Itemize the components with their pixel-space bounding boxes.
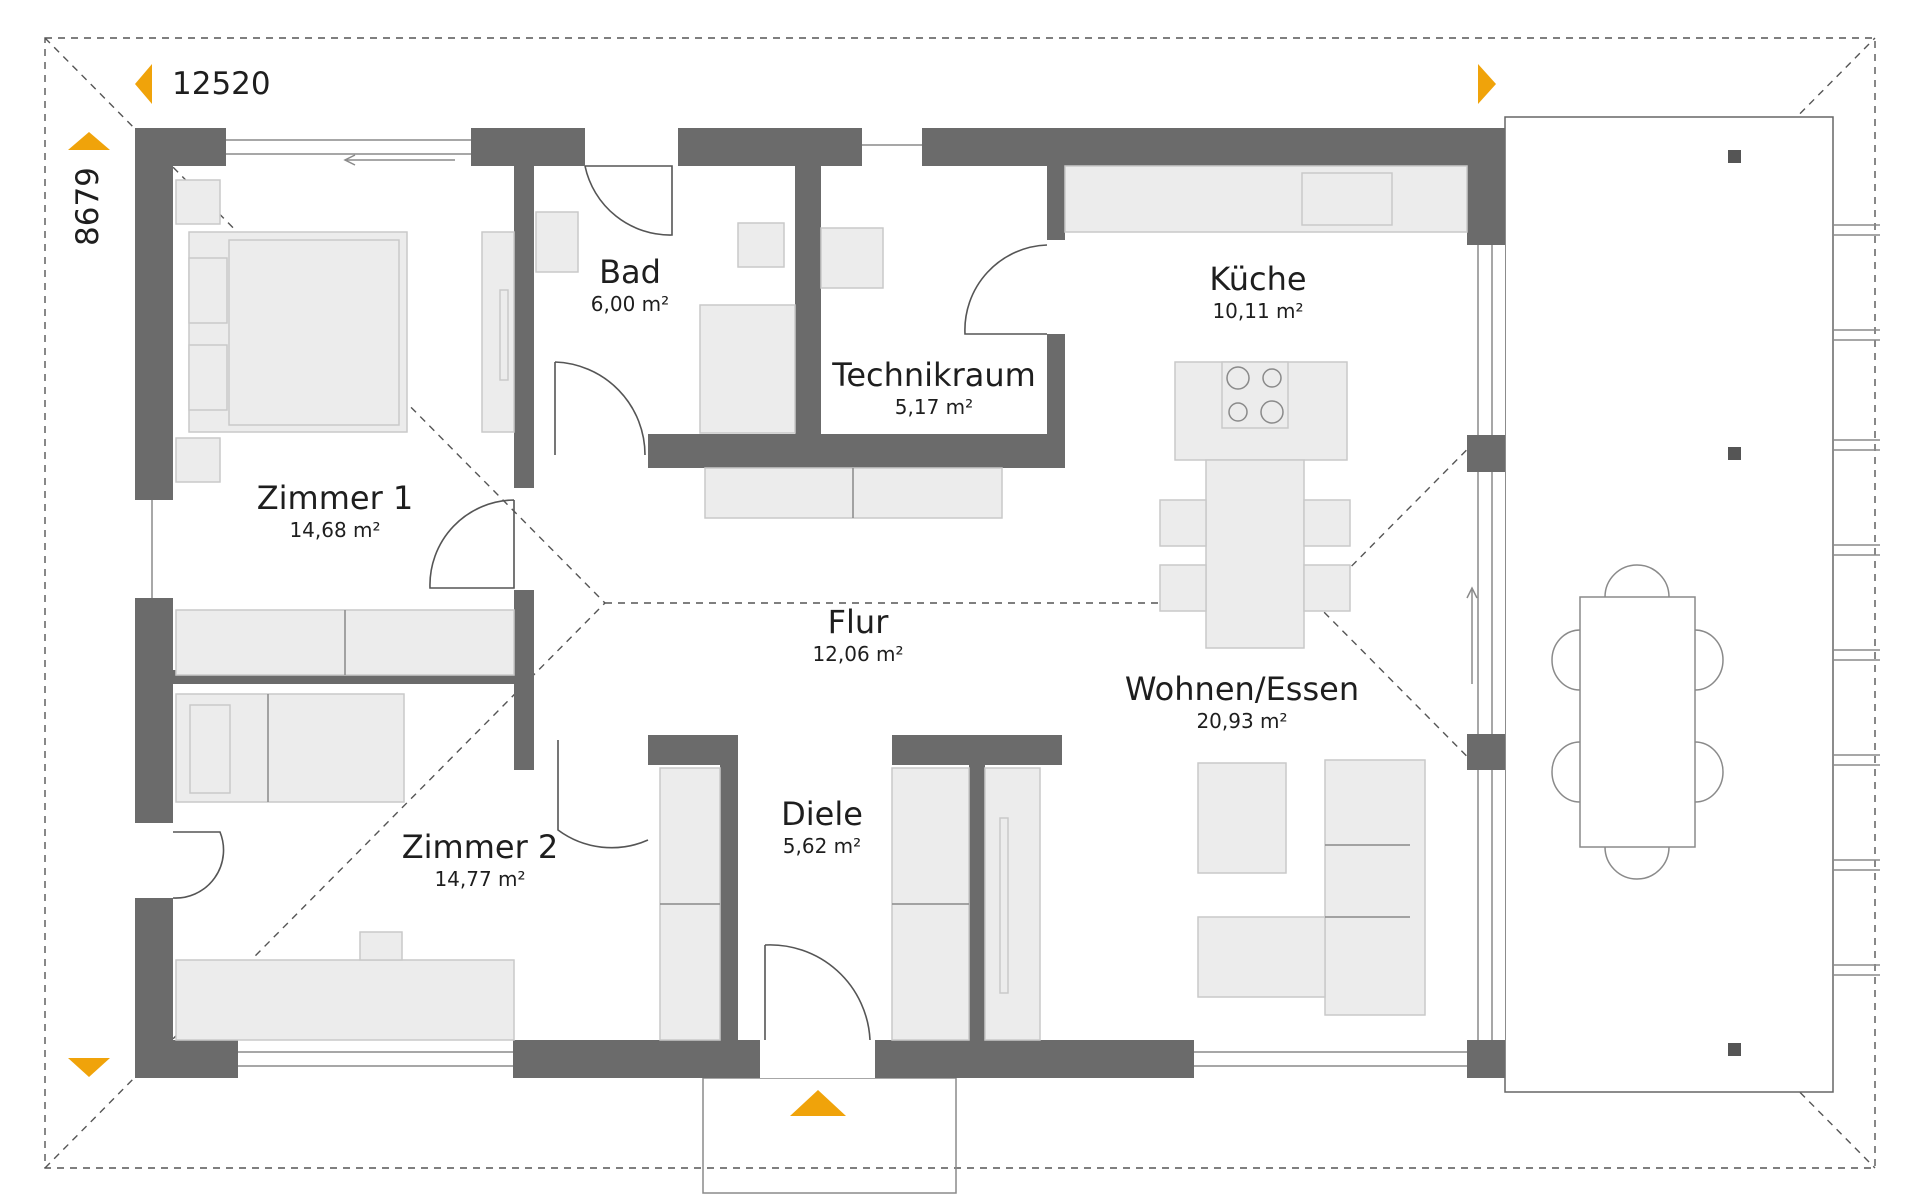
terrace-post (1728, 1043, 1741, 1056)
width-dimension: 12520 (172, 66, 271, 102)
terrace-post (1728, 447, 1741, 460)
sofa (1324, 759, 1426, 1016)
toilet (737, 222, 785, 268)
depth-dimension: 8679 (70, 167, 106, 246)
dimension-width: 12520 (135, 64, 1496, 104)
tech-unit (820, 227, 884, 289)
room-area-diele: 5,62 m² (783, 834, 861, 858)
arrow-right-icon (1478, 64, 1496, 104)
arrow-up-icon (68, 132, 110, 150)
room-area-wohnen: 20,93 m² (1196, 709, 1287, 733)
sink (535, 211, 579, 273)
windows (135, 128, 1505, 1078)
cooktop (1221, 361, 1289, 429)
terrace-table (1551, 564, 1724, 880)
arrow-left-icon (135, 64, 152, 104)
chair (1303, 564, 1351, 612)
room-area-zimmer2: 14,77 m² (434, 867, 525, 891)
wardrobe (984, 767, 1041, 1041)
terrace (1504, 116, 1880, 1093)
armchair (1197, 762, 1287, 874)
room-name-zimmer2: Zimmer 2 (402, 828, 559, 866)
room-name-kueche: Küche (1209, 260, 1306, 298)
room-name-wohnen: Wohnen/Essen (1125, 670, 1359, 708)
room-labels: Bad 6,00 m² Technikraum 5,17 m² Küche 10… (257, 253, 1359, 891)
chair (359, 931, 403, 961)
chair (1159, 499, 1207, 547)
terrace-slats (1833, 224, 1880, 976)
chair (1303, 499, 1351, 547)
arrow-down-icon (68, 1058, 110, 1077)
kitchen-counter (1064, 165, 1468, 233)
entrance-step (702, 1077, 957, 1194)
room-area-bad: 6,00 m² (591, 292, 669, 316)
nightstand (175, 437, 221, 483)
entrance-arrow-icon (790, 1090, 846, 1116)
wardrobe (481, 231, 515, 433)
terrace-post (1728, 150, 1741, 163)
room-name-zimmer1: Zimmer 1 (257, 479, 414, 517)
room-name-flur: Flur (828, 603, 890, 641)
chair (1159, 564, 1207, 612)
dimension-depth: 8679 (68, 132, 110, 1077)
furniture (175, 165, 1468, 1041)
dining-table (1205, 459, 1305, 649)
room-area-kueche: 10,11 m² (1212, 299, 1303, 323)
doors (172, 154, 1478, 1041)
room-area-flur: 12,06 m² (812, 642, 903, 666)
nightstand (175, 179, 221, 225)
room-name-bad: Bad (599, 253, 661, 291)
room-name-diele: Diele (781, 795, 863, 833)
desk (175, 959, 515, 1041)
shower (699, 304, 796, 434)
room-name-technikraum: Technikraum (831, 356, 1036, 394)
room-area-zimmer1: 14,68 m² (289, 518, 380, 542)
kitchen-sink (1301, 172, 1393, 226)
room-area-technikraum: 5,17 m² (895, 395, 973, 419)
